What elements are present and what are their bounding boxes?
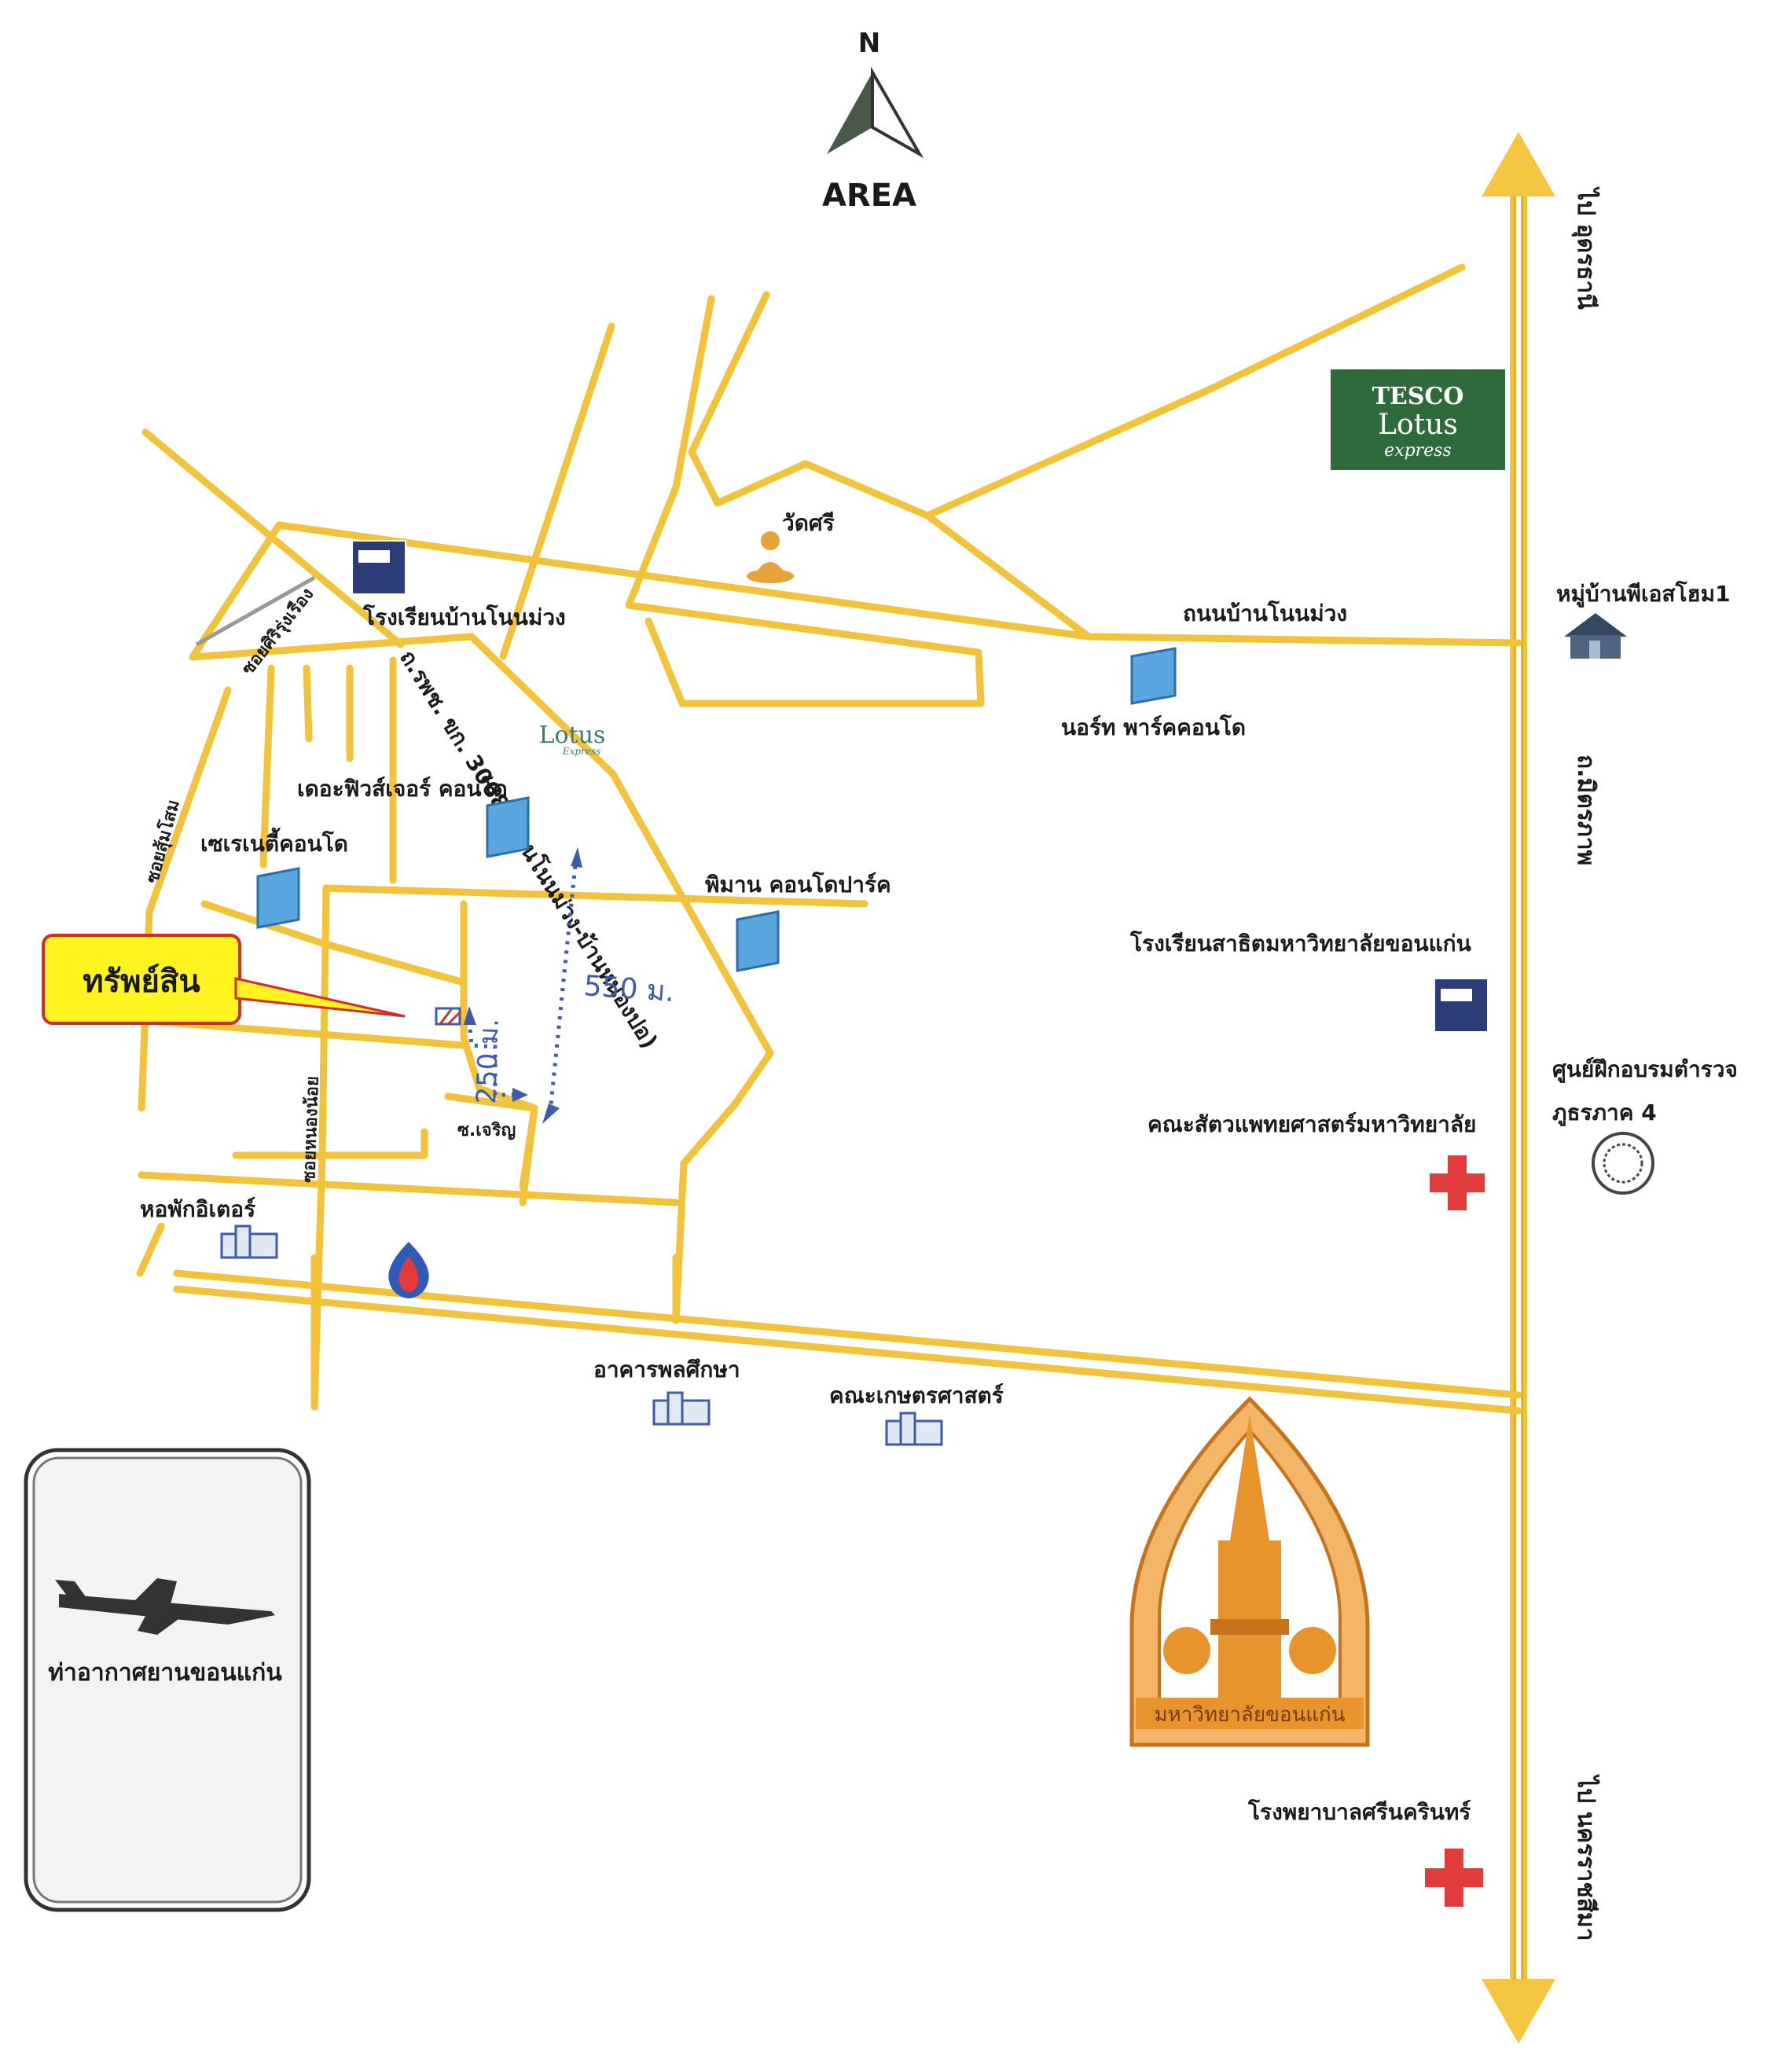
highway-mittraphap: ถ.มิตรภาพ [1572,755,1599,865]
label-agri: คณะเกษตรศาสตร์ [829,1383,1004,1408]
highway-to-udon: ไป อุดรธานี [1571,186,1600,310]
label-airport: ท่าอากาศยานขอนแก่น [48,1659,282,1687]
label-satit: โรงเรียนสาธิตมหาวิทยาลัยขอนแก่น [1129,930,1471,957]
road-soi-nong-noi: ซอยหนองน้อย [299,1076,323,1183]
condo-icon-north-park [1130,647,1177,705]
tesco-lotus-logo: TESCO Lotus express [1331,369,1505,470]
road-soi-sum-som: ซอยสุ้มโสม [141,798,185,886]
building-icon-agri [885,1412,943,1446]
gas-station-icon [388,1242,429,1298]
label-wat-sri: วัดศรี [782,510,835,536]
label-north-park: นอร์ท พาร์คคอนโด [1061,714,1246,740]
hospital-cross-icon-srinagarind [1425,1849,1483,1907]
compass-arrow-right-icon [871,66,924,159]
distance-550-label: 550 ม. [582,970,675,1008]
label-police-2: ภูธรภาค 4 [1552,1100,1657,1126]
label-gym: อาคารพลศึกษา [593,1357,740,1383]
lotus-small-text: Lotus [539,722,606,749]
highway-to-ratchasima: ไป นครราชสีมา [1572,1774,1600,1941]
road-ban-non-muang: ถนนบ้านโนนม่วง [1183,600,1347,626]
tesco-lotus-text: Lotus [1378,409,1458,441]
south-arrow-icon [1482,1979,1555,2043]
distance-550-route [542,847,582,1124]
property-marker[interactable]: ทรัพย์สิน [42,934,461,1026]
lotus-small-express: Express [562,746,600,757]
mittraphap-highway [1482,132,1555,2043]
satit-book-icon [1434,978,1489,1033]
condo-icon-serene [256,867,300,929]
label-police-1: ศูนย์ฝึกอบรมตำรวจ [1552,1056,1738,1083]
label-school-non-muang: โรงเรียนบ้านโนนม่วง [362,604,566,630]
label-srinagarind: โรงพยาบาลศรีนครินทร์ [1247,1798,1471,1825]
school-book-icon [351,540,406,595]
building-icon-itor [220,1225,278,1259]
distance-250-label: 250 ม. [471,1018,505,1104]
north-arrow-icon [1482,132,1555,196]
label-dorm-itor: หอพักอิเตอร์ [140,1196,255,1222]
airplane-icon [55,1578,275,1635]
label-the-future: เดอะฟิวส์เจอร์ คอนโด [297,775,508,802]
compass-north-label: N [858,28,880,59]
tesco-express-text: express [1384,441,1452,461]
compass: N AREA [822,28,924,214]
label-pees-home: หมู่บ้านพีเอสโฮม1 [1556,580,1731,608]
building-icon-gym [652,1391,711,1426]
airport-box: ท่าอากาศยานขอนแก่น [24,1448,311,1912]
distance-250-route [464,1006,528,1102]
label-serene: เซเรเนตี้คอนโด [200,827,348,857]
condo-icon-piman [736,910,780,972]
kku-seal-text: มหาวิทยาลัยขอนแก่น [1154,1703,1345,1727]
hospital-cross-icon-vet [1430,1155,1485,1210]
police-seal-icon [1592,1132,1654,1195]
lotus-express-small-logo: Lotus Express [539,722,606,757]
tesco-text: TESCO [1372,383,1464,410]
label-vet: คณะสัตวแพทยศาสตร์มหาวิทยาลัย [1148,1111,1476,1137]
label-piman: พิมาน คอนโดปาร์ค [705,871,891,898]
kku-seal-logo [1129,1396,1370,1747]
compass-caption: AREA [822,178,916,214]
property-label: ทรัพย์สิน [83,964,200,1000]
compass-arrow-icon [827,72,872,154]
house-icon [1564,613,1627,659]
condo-icon-the-future [486,796,530,858]
buddha-icon [747,531,794,583]
road-soi-charoen: ซ.เจริญ [457,1121,516,1140]
